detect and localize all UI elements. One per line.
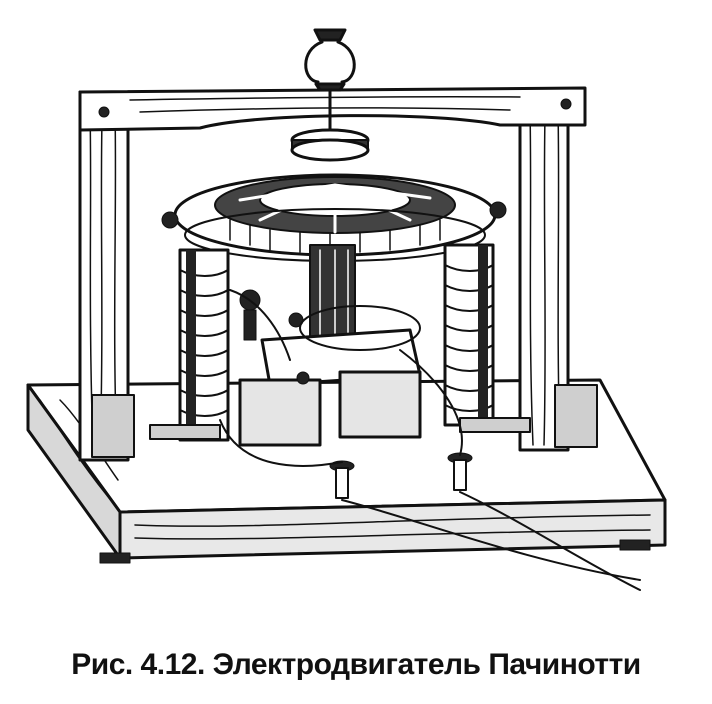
right-electromagnet-coil (443, 243, 495, 427)
wooden-frame (78, 86, 598, 462)
connecting-wires (219, 289, 641, 591)
top-bearing-screw (304, 28, 356, 132)
figure-caption: Рис. 4.12. Электродвигатель Пачинотти (71, 648, 641, 681)
base-clamps (149, 417, 531, 440)
pacinotti-motor-illustration (26, 28, 667, 591)
commutator-pulley (290, 128, 370, 162)
armature-ring (161, 173, 507, 262)
left-electromagnet-coil (178, 248, 230, 442)
brush-holder-block (238, 289, 422, 447)
